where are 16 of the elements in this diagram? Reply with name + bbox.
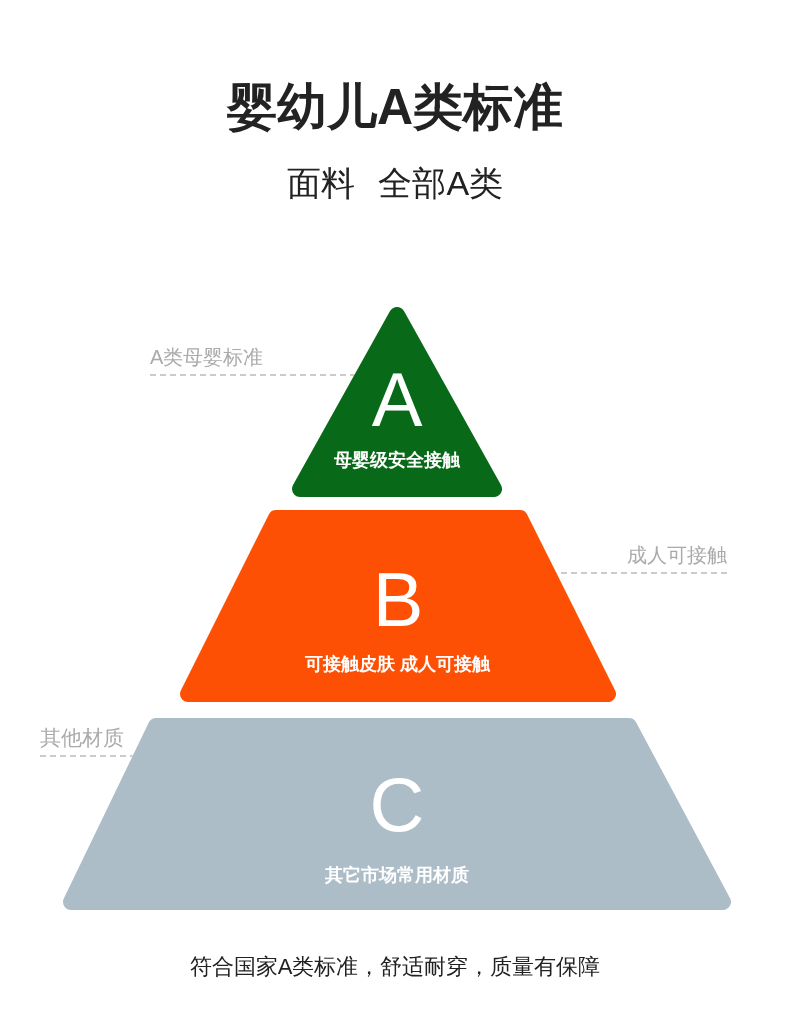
callout-label: 成人可接触 [627, 543, 727, 573]
tier-description: 其它市场常用材质 [325, 866, 469, 884]
tier-description: 可接触皮肤 成人可接触 [305, 655, 491, 673]
grade-letter: C [369, 767, 425, 843]
grade-letter: A [371, 362, 423, 438]
leader-line [39, 755, 134, 757]
tier-description: 母婴级安全接触 [334, 451, 460, 469]
leader-line [149, 374, 356, 376]
caption: 符合国家A类标准，舒适耐穿，质量有保障 [189, 956, 601, 978]
grade-letter: B [372, 562, 424, 638]
callout-label: A类母婴标准 [150, 345, 264, 375]
subtitle: 面料 全部A类 [286, 166, 504, 200]
title: 婴幼儿A类标准 [226, 82, 564, 132]
pyramid-middle-tier [178, 508, 618, 702]
callout-label: 其他材质 [40, 726, 124, 756]
pyramid-bottom-tier [61, 716, 733, 910]
